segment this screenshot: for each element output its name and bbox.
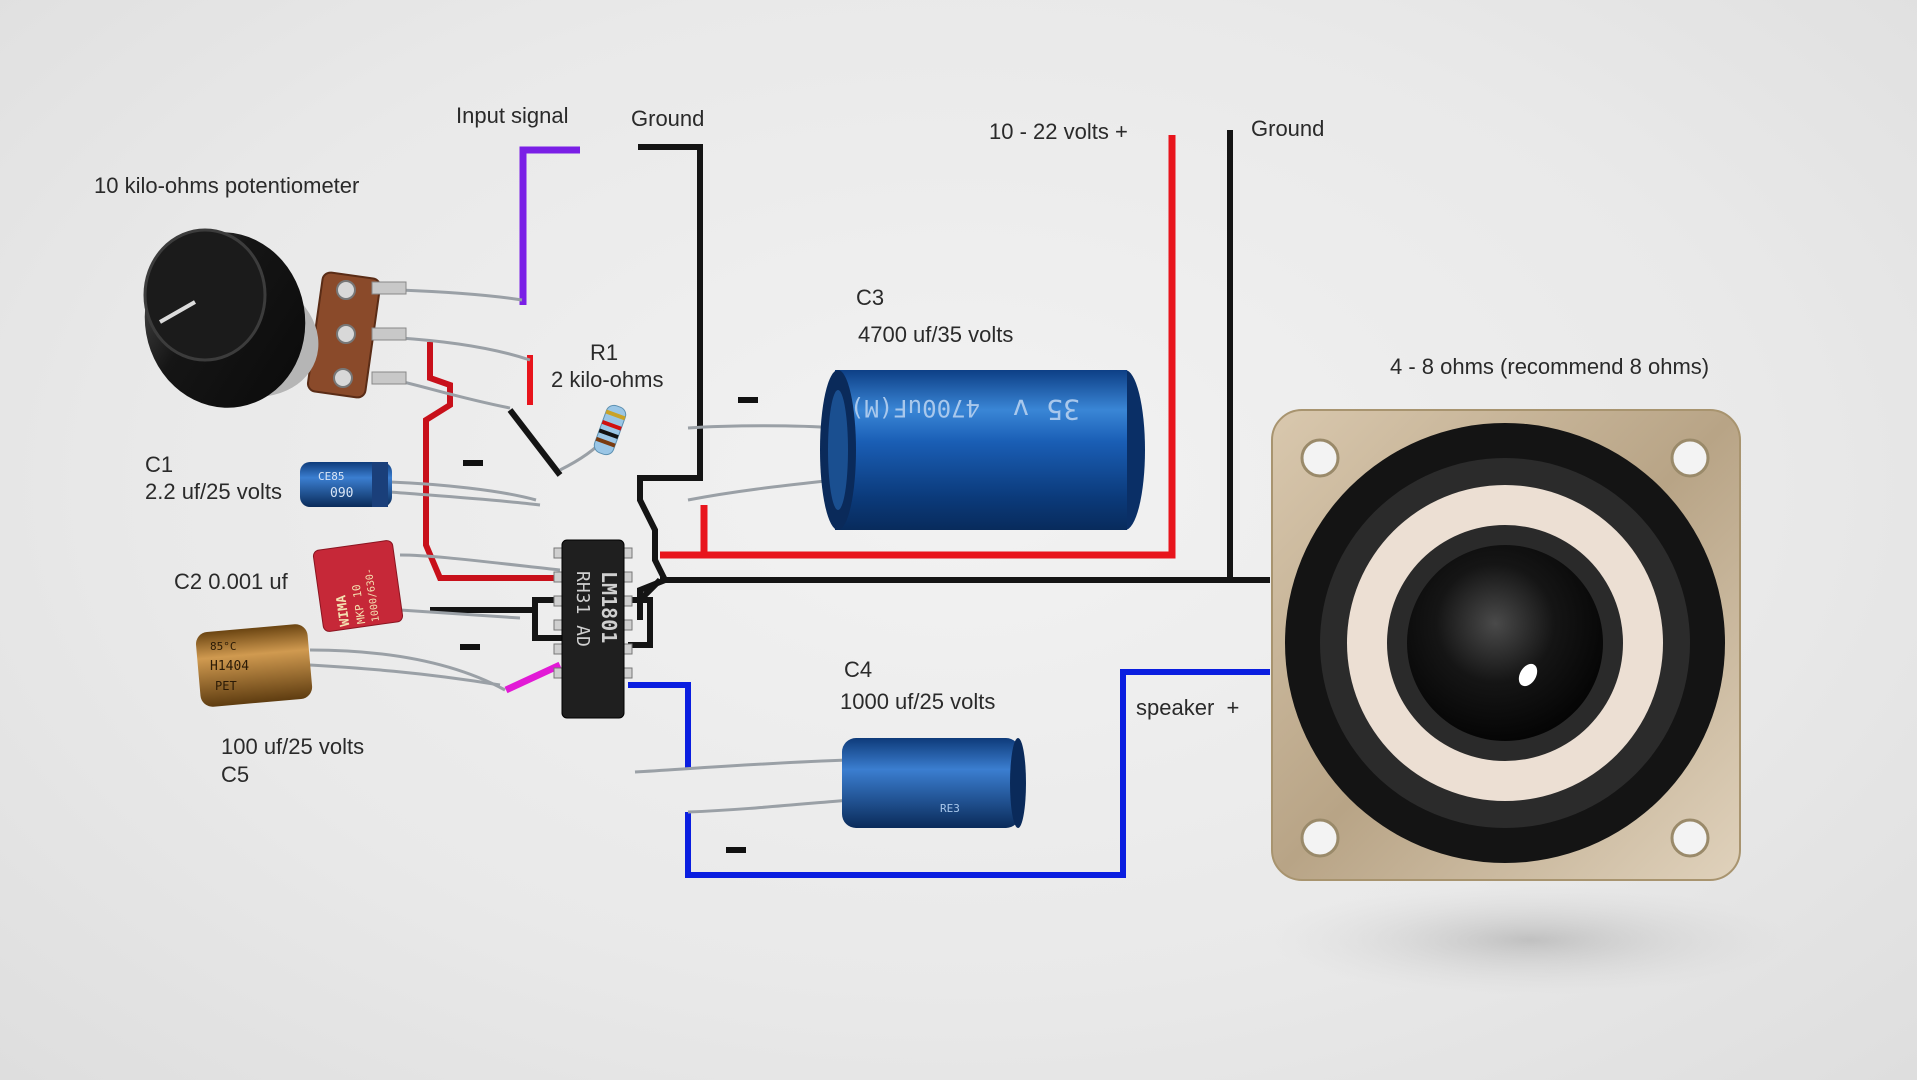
input-signal-label: Input signal <box>456 103 569 128</box>
capacitor-c1: CE85 090 <box>300 462 392 507</box>
c1-marking-2: 090 <box>330 486 353 501</box>
capacitor-c5: 85°C H1404 PET <box>195 624 313 707</box>
c5-marking-3: PET <box>215 679 237 693</box>
c2-marking-1: WIMA <box>334 594 353 627</box>
ic-marking-2: RH31 AD <box>572 571 593 647</box>
capacitor-c4: RE3 <box>842 738 1026 828</box>
speaker-wire <box>685 669 1270 878</box>
input-signal-wire <box>519 146 580 305</box>
pot-ic-wire <box>423 342 562 581</box>
ground-right-label: Ground <box>1251 116 1325 141</box>
c5-minus-mark <box>460 644 480 650</box>
pot-c1-wire <box>507 408 563 477</box>
output-wire <box>628 682 691 770</box>
ic-marking-1: LM1801 <box>597 571 621 643</box>
ic-lm1801: LM1801 RH31 AD <box>553 539 633 719</box>
c2-marking-2: MKP 10 <box>350 584 368 625</box>
c4-value-label: 1000 uf/25 volts <box>840 689 996 714</box>
c5-ic-wire <box>504 661 562 694</box>
r1-value-label: 2 kilo-ohms <box>551 367 664 392</box>
c3-marking-2: 4700uF(M) <box>850 394 980 422</box>
speaker-impedance-label: 4 - 8 ohms (recommend 8 ohms) <box>1390 354 1710 379</box>
c2-ic-wire-2 <box>532 610 562 641</box>
c3-value-label: 4700 uf/35 volts <box>858 322 1014 347</box>
c5-name-label: C5 <box>221 762 250 787</box>
c2-ic-wire <box>430 597 562 613</box>
potentiometer-label: 10 kilo-ohms potentiometer <box>94 173 360 198</box>
c4-minus-mark <box>726 847 746 853</box>
c5-marking-1: 85°C <box>210 640 237 653</box>
potentiometer <box>143 228 407 408</box>
speaker <box>1270 409 1790 995</box>
c5-marking-2: H1404 <box>210 659 249 674</box>
supply-voltage-label: 10 - 22 volts + <box>989 119 1128 144</box>
c5-value-label: 100 uf/25 volts <box>221 734 365 759</box>
c3-minus-mark <box>738 397 758 403</box>
c1-minus-mark <box>463 460 483 466</box>
speaker-plus-label: speaker + <box>1136 695 1240 720</box>
c4-name-label: C4 <box>844 657 873 682</box>
supply-positive-wire <box>660 135 1176 559</box>
c2-label: C2 0.001 uf <box>174 569 288 594</box>
c3-name-label: C3 <box>856 285 885 310</box>
wires <box>423 130 1270 878</box>
c1-marking-1: CE85 <box>318 470 345 483</box>
ground-top-label: Ground <box>631 106 705 131</box>
c1-value-label: 2.2 uf/25 volts <box>145 479 282 504</box>
ground-wire-right <box>1227 130 1270 583</box>
resistor-r1 <box>593 404 627 456</box>
r1-name-label: R1 <box>590 340 619 365</box>
capacitor-c3: 35 v 4700uF(M) <box>820 370 1145 530</box>
ic-pin-bridge <box>628 597 653 648</box>
c1-name-label: C1 <box>145 452 174 477</box>
c3-marking-1: 35 v <box>1013 393 1080 426</box>
c4-marking: RE3 <box>940 802 960 815</box>
capacitor-c2: WIMA MKP 10 1000/630- <box>312 540 404 632</box>
